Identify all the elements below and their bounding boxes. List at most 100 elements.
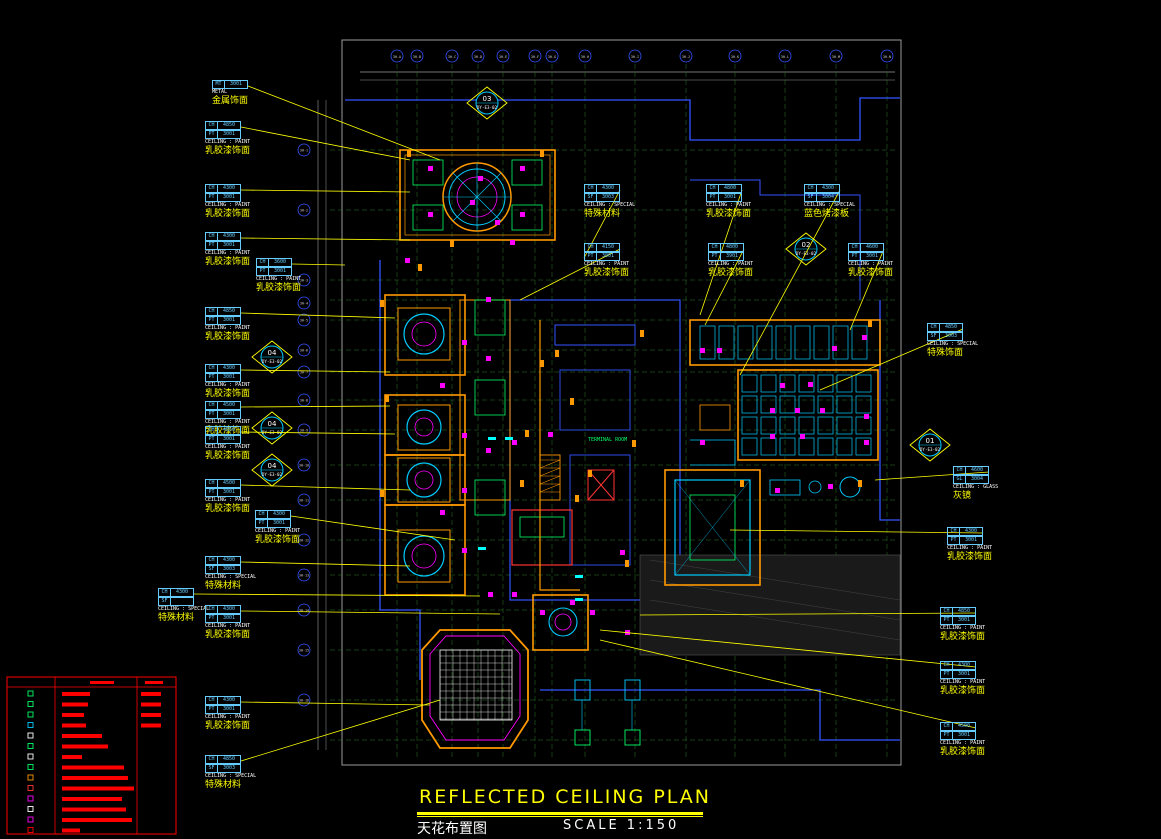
- grid-marker-left-label: 3H-1: [300, 149, 308, 153]
- grid-marker-left: [297, 643, 311, 657]
- wall-column: [450, 240, 454, 247]
- downlight-fixture: [800, 434, 805, 439]
- tag-code: PT: [257, 268, 269, 275]
- legend-row: [27, 743, 108, 749]
- downlight-fixture: [770, 408, 775, 413]
- downlight-fixture: [620, 550, 625, 555]
- tag-code: CH: [849, 244, 861, 251]
- grid-marker-left-label: 3H-3: [300, 279, 308, 283]
- downlight-fixture: [590, 610, 595, 615]
- tag-code: PT: [709, 253, 721, 260]
- ceiling-panel-top: [775, 325, 792, 360]
- tag-material-zh: 乳胶漆饰面: [940, 686, 986, 696]
- downlight-fixture: [478, 176, 483, 181]
- tag-value: 3004: [821, 194, 835, 200]
- grid-marker-top: [880, 49, 894, 63]
- tag-material-zh: 乳胶漆饰面: [708, 268, 754, 278]
- leader-line: [599, 639, 977, 729]
- tag-material-zh: 特殊材料: [205, 581, 242, 591]
- leader-line: [704, 248, 745, 326]
- legend-row: [27, 711, 161, 718]
- wall-column: [525, 430, 529, 437]
- tag-material-zh: 特殊材料: [158, 613, 195, 623]
- tag-material-zh: 乳胶漆饰面: [256, 283, 302, 293]
- tag-value: 3001: [229, 81, 243, 87]
- tag-category: CEILING : SPECIAL: [158, 606, 210, 612]
- section-callout-number: 04: [268, 349, 277, 357]
- tag-value: 4800: [725, 244, 739, 250]
- wall-column: [407, 150, 411, 157]
- tag-category: CEILING : PAINT: [256, 276, 302, 282]
- leader-line: [519, 248, 621, 301]
- tag-material-zh: 乳胶漆饰面: [205, 504, 251, 514]
- grid-marker-left: [297, 533, 311, 547]
- grid-marker-left-label: 3H-4: [300, 302, 308, 306]
- tag-code: CH: [206, 756, 218, 763]
- legend-row: [27, 774, 128, 781]
- tag-value: 4300: [821, 185, 835, 191]
- ceiling-grid-panel: [798, 416, 815, 435]
- ceiling-panel-top: [718, 325, 735, 360]
- downlight-fixture: [462, 488, 467, 493]
- downlight-fixture: [428, 166, 433, 171]
- leader-line: [729, 529, 984, 534]
- linear-light: [505, 437, 513, 440]
- leader-line: [739, 189, 841, 376]
- tag-value: 3001: [222, 436, 236, 442]
- downlight-fixture: [700, 440, 705, 445]
- section-callout-number: 04: [268, 462, 277, 470]
- drawing-frame: [341, 39, 902, 766]
- downlight-fixture: [828, 484, 833, 489]
- section-callout-ref: DY-E3-02: [262, 359, 283, 364]
- grid-marker-left: [297, 313, 311, 327]
- grid-marker-left-label: 3H-5: [300, 319, 308, 323]
- tag-value: 3001: [957, 671, 971, 677]
- wall-column: [632, 440, 636, 447]
- downlight-fixture: [864, 414, 869, 419]
- wall-column: [555, 350, 559, 357]
- grid-marker-top: [496, 49, 510, 63]
- ceiling-panel-top: [756, 325, 773, 360]
- ceiling-grid-panel: [760, 437, 777, 456]
- ceiling-panel-top: [737, 325, 754, 360]
- grid-marker-top-label: 3H-N: [883, 55, 891, 59]
- tag-category: CEILING : SPECIAL: [205, 773, 257, 779]
- leader-line: [240, 405, 391, 408]
- downlight-fixture: [495, 220, 500, 225]
- tag-value: 4850: [944, 324, 958, 330]
- downlight-fixture: [440, 510, 445, 515]
- tag-value: 4300: [957, 662, 971, 668]
- grid-marker-left: [297, 458, 311, 472]
- tag-value: 3001: [273, 268, 287, 274]
- tag-value: 3001: [222, 374, 236, 380]
- section-callout-number: 04: [268, 420, 277, 428]
- grid-marker-left-label: 3H-11: [299, 499, 309, 503]
- ceiling-grid-panel: [836, 395, 853, 414]
- downlight-fixture: [512, 592, 517, 597]
- legend-row: [27, 732, 102, 739]
- tag-value: [171, 598, 193, 605]
- ceiling-grid-panel: [779, 437, 796, 456]
- wall-column: [418, 264, 422, 271]
- downlight-fixture: [832, 346, 837, 351]
